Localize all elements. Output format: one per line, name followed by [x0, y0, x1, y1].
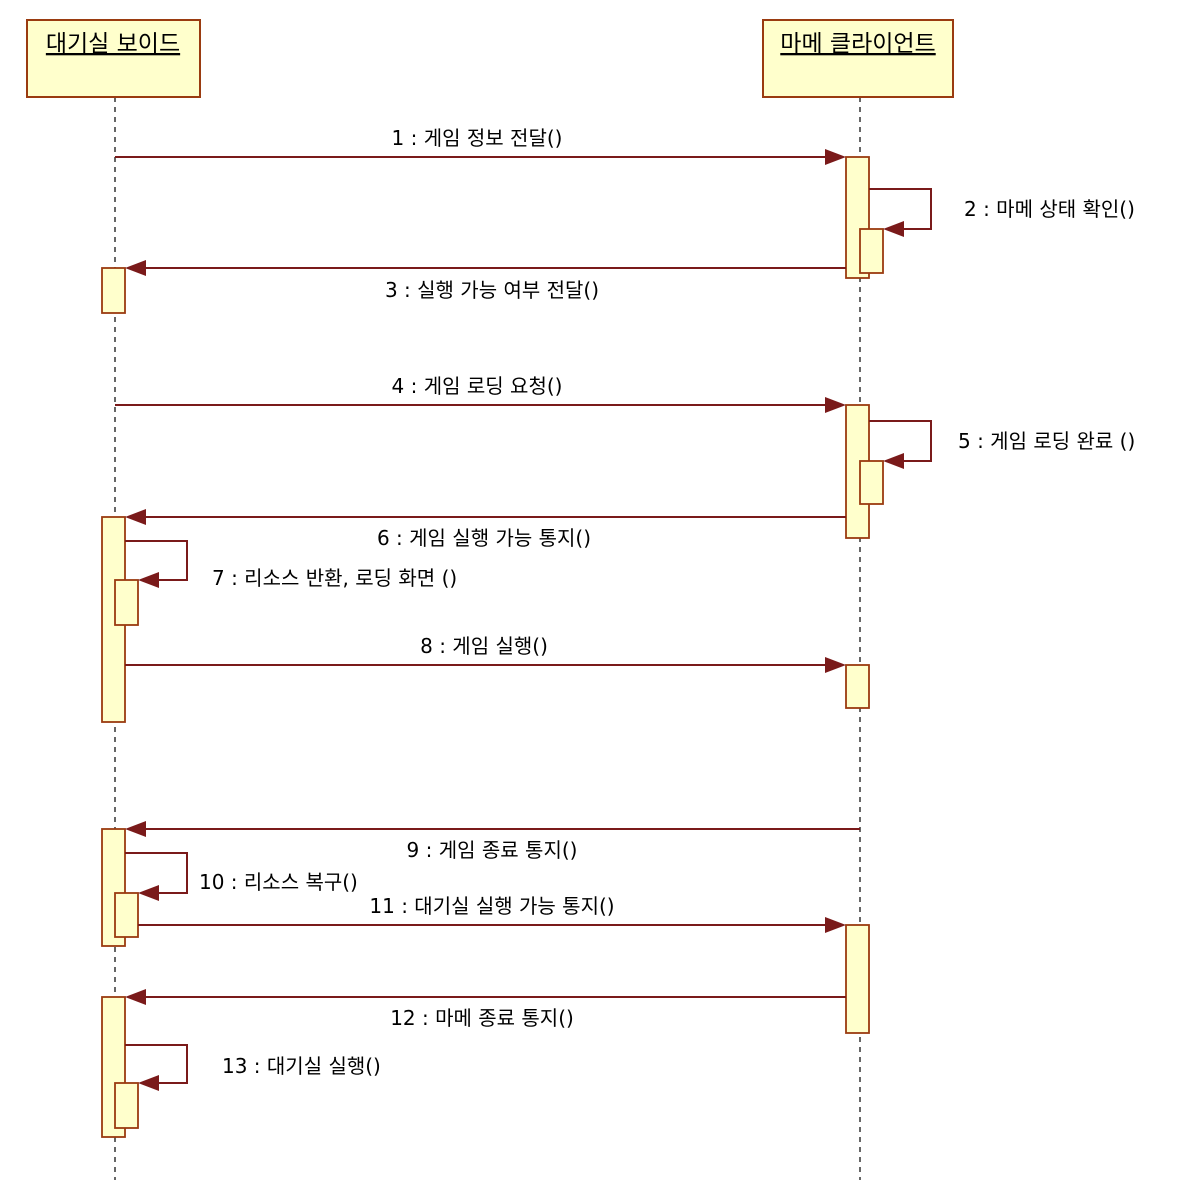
message-line [125, 540, 188, 581]
lifeline-box [762, 19, 954, 98]
message-label: 10 : 리소스 복구() [199, 870, 358, 894]
message-label: 4 : 게임 로딩 요청() [392, 374, 563, 398]
arrow-head-icon [825, 397, 846, 413]
lifeline-mame-client[interactable]: 마메 클라이언트 [762, 19, 954, 98]
arrow-head-icon [125, 989, 146, 1005]
message-label: 9 : 게임 종료 통지() [407, 838, 578, 862]
arrow-head-icon [825, 917, 846, 933]
lifeline-box [26, 19, 201, 98]
arrow-head-icon [883, 453, 904, 469]
message-12[interactable]: 12 : 마메 종료 통지() [125, 989, 846, 1030]
message-label: 12 : 마메 종료 통지() [390, 1006, 574, 1030]
message-label: 11 : 대기실 실행 가능 통지() [369, 894, 614, 918]
activation-bar [101, 267, 126, 314]
lifeline-title: 대기실 보이드 [46, 31, 180, 57]
message-label: 5 : 게임 로딩 완료 () [958, 429, 1135, 453]
activation-bar [114, 579, 139, 626]
message-2[interactable]: 2 : 마메 상태 확인() [869, 188, 1135, 237]
activation-bar [114, 892, 139, 938]
message-3[interactable]: 3 : 실행 가능 여부 전달() [125, 260, 846, 302]
arrow-head-icon [138, 1075, 159, 1091]
arrow-head-icon [125, 260, 146, 276]
message-9[interactable]: 9 : 게임 종료 통지() [125, 821, 860, 862]
arrow-head-icon [825, 149, 846, 165]
message-line [869, 188, 932, 230]
message-8[interactable]: 8 : 게임 실행() [125, 634, 846, 673]
message-13[interactable]: 13 : 대기실 실행() [125, 1044, 381, 1091]
arrow-head-icon [125, 509, 146, 525]
activation-bar [845, 664, 870, 709]
message-line [869, 420, 932, 462]
message-label: 8 : 게임 실행() [420, 634, 548, 658]
activation-bar [114, 1082, 139, 1129]
message-label: 1 : 게임 정보 전달() [392, 126, 563, 150]
message-1[interactable]: 1 : 게임 정보 전달() [115, 126, 846, 165]
lifeline-waiting-room-board[interactable]: 대기실 보이드 [26, 19, 201, 98]
message-11[interactable]: 11 : 대기실 실행 가능 통지() [138, 894, 846, 933]
message-4[interactable]: 4 : 게임 로딩 요청() [115, 374, 846, 413]
message-line [125, 1044, 188, 1084]
message-label: 3 : 실행 가능 여부 전달() [385, 278, 599, 302]
message-label: 13 : 대기실 실행() [222, 1054, 381, 1078]
message-7[interactable]: 7 : 리소스 반환, 로딩 화면 () [125, 540, 457, 590]
message-label: 6 : 게임 실행 가능 통지() [377, 526, 591, 550]
activation-bar [859, 460, 884, 505]
activation-bar [845, 924, 870, 1034]
arrow-head-icon [883, 221, 904, 237]
message-label: 7 : 리소스 반환, 로딩 화면 () [212, 566, 457, 590]
activation-bar [859, 228, 884, 274]
message-5[interactable]: 5 : 게임 로딩 완료 () [869, 420, 1135, 469]
arrow-head-icon [825, 657, 846, 673]
message-10[interactable]: 10 : 리소스 복구() [125, 852, 358, 901]
arrow-head-icon [138, 572, 159, 588]
lifeline-title: 마메 클라이언트 [780, 31, 935, 57]
arrow-head-icon [125, 821, 146, 837]
message-6[interactable]: 6 : 게임 실행 가능 통지() [125, 509, 846, 550]
message-line [125, 852, 188, 894]
message-label: 2 : 마메 상태 확인() [964, 197, 1135, 221]
arrow-head-icon [138, 885, 159, 901]
